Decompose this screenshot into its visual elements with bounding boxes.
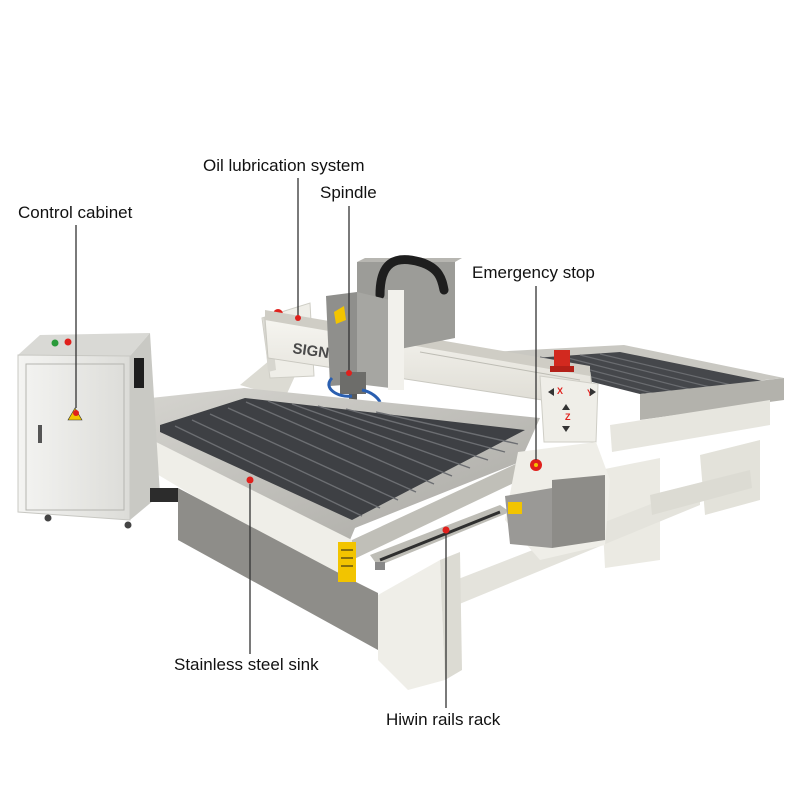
spindle-carriage <box>326 255 462 411</box>
control-cabinet <box>17 333 178 529</box>
table-slats <box>174 400 519 517</box>
callout-stainless-steel-sink: Stainless steel sink <box>174 655 319 674</box>
front-table <box>132 388 540 690</box>
callout-hiwin-rails-rack: Hiwin rails rack <box>386 710 501 729</box>
gantry-right-plate: X Y Z <box>505 350 610 560</box>
callout-leaders <box>75 178 537 708</box>
axis-mark-z: Z <box>565 412 571 422</box>
callout-markers <box>295 315 450 534</box>
axis-mark-x: X <box>557 386 563 396</box>
callout-spindle: Spindle <box>320 183 377 202</box>
callout-control-cabinet: Control cabinet <box>18 203 133 222</box>
callout-emergency-stop: Emergency stop <box>472 263 595 282</box>
callout-oil-lubrication-system: Oil lubrication system <box>203 156 365 175</box>
brand-logo: SIGN <box>291 340 330 362</box>
